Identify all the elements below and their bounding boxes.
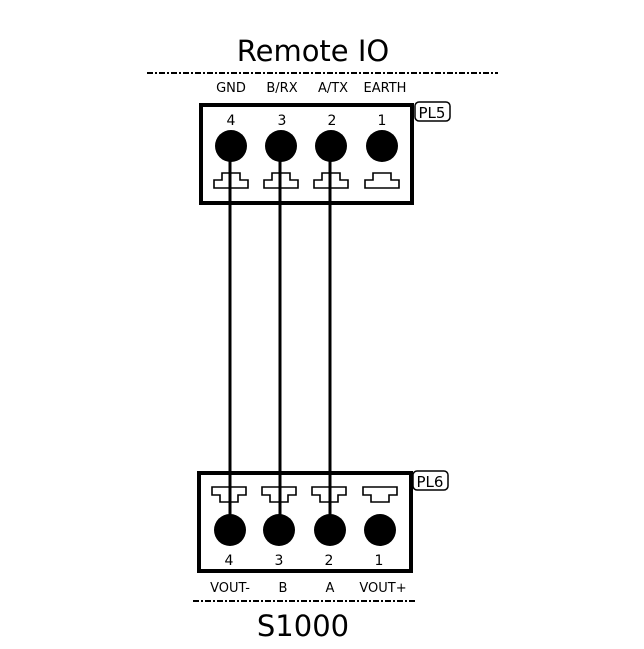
bottom-signal-label: VOUT-	[210, 581, 250, 596]
top-pin-number: 2	[328, 113, 337, 129]
bottom-signal-label: VOUT+	[359, 581, 406, 596]
bottom-pin-number: 4	[225, 553, 234, 569]
bottom-pin-terminal	[263, 514, 295, 546]
bottom-pin-number: 1	[375, 553, 384, 569]
bottom-pin-number: 2	[325, 553, 334, 569]
top-connector-tag: PL5	[419, 104, 446, 122]
bottom-device-title: S1000	[257, 609, 349, 643]
bottom-connector-tag-box	[412, 470, 449, 491]
bottom-pin-terminal	[314, 514, 346, 546]
top-pin-number: 1	[378, 113, 387, 129]
top-pin-terminal	[366, 130, 398, 162]
bottom-pin-terminal	[214, 514, 246, 546]
top-pin-latch-icon	[364, 172, 400, 189]
top-pin-terminal	[265, 130, 297, 162]
top-signal-label: GND	[216, 81, 246, 96]
top-pin-number: 4	[227, 113, 236, 129]
bottom-signal-label: A	[326, 581, 335, 596]
bottom-connector-tag: PL6	[417, 473, 444, 491]
top-pin-terminal	[215, 130, 247, 162]
bottom-pin-latch-icon	[362, 486, 398, 503]
top-signal-label: B/RX	[266, 81, 297, 96]
top-device-title: Remote IO	[237, 34, 390, 68]
top-pin-terminal	[315, 130, 347, 162]
bottom-pin-terminal	[364, 514, 396, 546]
top-connector-tag-box	[414, 101, 451, 122]
bottom-signal-label: B	[279, 581, 288, 596]
bottom-pin-number: 3	[275, 553, 284, 569]
top-pin-number: 3	[278, 113, 287, 129]
top-signal-label: A/TX	[318, 81, 348, 96]
top-signal-label: EARTH	[364, 81, 407, 96]
